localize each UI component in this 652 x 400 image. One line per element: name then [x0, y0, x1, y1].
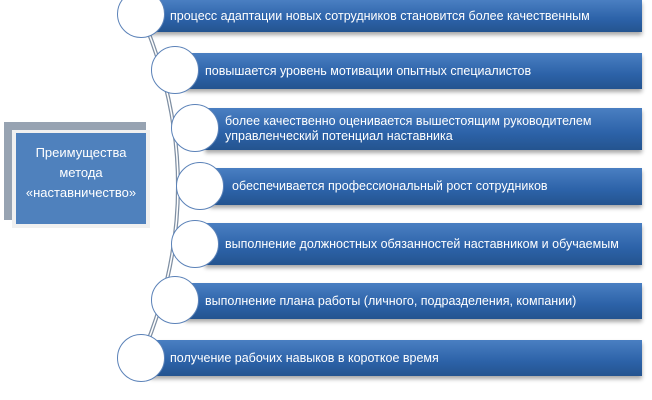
list-item: выполнение плана работы (личного, подраз… — [185, 283, 642, 319]
circle-marker — [176, 162, 224, 210]
circle-marker — [171, 104, 219, 152]
item-text: выполнение плана работы (личного, подраз… — [205, 293, 577, 308]
circle-marker — [117, 0, 165, 38]
list-item: повышается уровень мотивации опытных спе… — [185, 53, 642, 89]
circle-marker — [151, 276, 199, 324]
item-text: обеспечивается профессиональный рост сот… — [232, 179, 548, 193]
item-text: получение рабочих навыков в короткое вре… — [170, 350, 439, 365]
title-line: метода — [59, 165, 103, 180]
circle-marker — [117, 334, 165, 382]
list-item: обеспечивается профессиональный рост сот… — [210, 168, 642, 205]
circle-marker — [171, 220, 219, 268]
list-item: процесс адаптации новых сотрудников стан… — [150, 0, 642, 32]
title-box: Преимущества метода «наставничество» — [12, 130, 150, 228]
item-text: более качественно оценивается вышестоящи… — [225, 114, 592, 143]
list-item: выполнение должностных обязанностей наст… — [205, 223, 642, 265]
list-item: более качественно оценивается вышестоящи… — [205, 108, 642, 150]
item-text: процесс адаптации новых сотрудников стан… — [170, 8, 590, 23]
item-text: повышается уровень мотивации опытных спе… — [205, 63, 532, 78]
list-item: получение рабочих навыков в короткое вре… — [150, 340, 642, 376]
circle-marker — [151, 46, 199, 94]
item-text: выполнение должностных обязанностей наст… — [225, 236, 619, 251]
title-line: Преимущества — [35, 145, 127, 160]
title-line: «наставничество» — [25, 185, 137, 200]
